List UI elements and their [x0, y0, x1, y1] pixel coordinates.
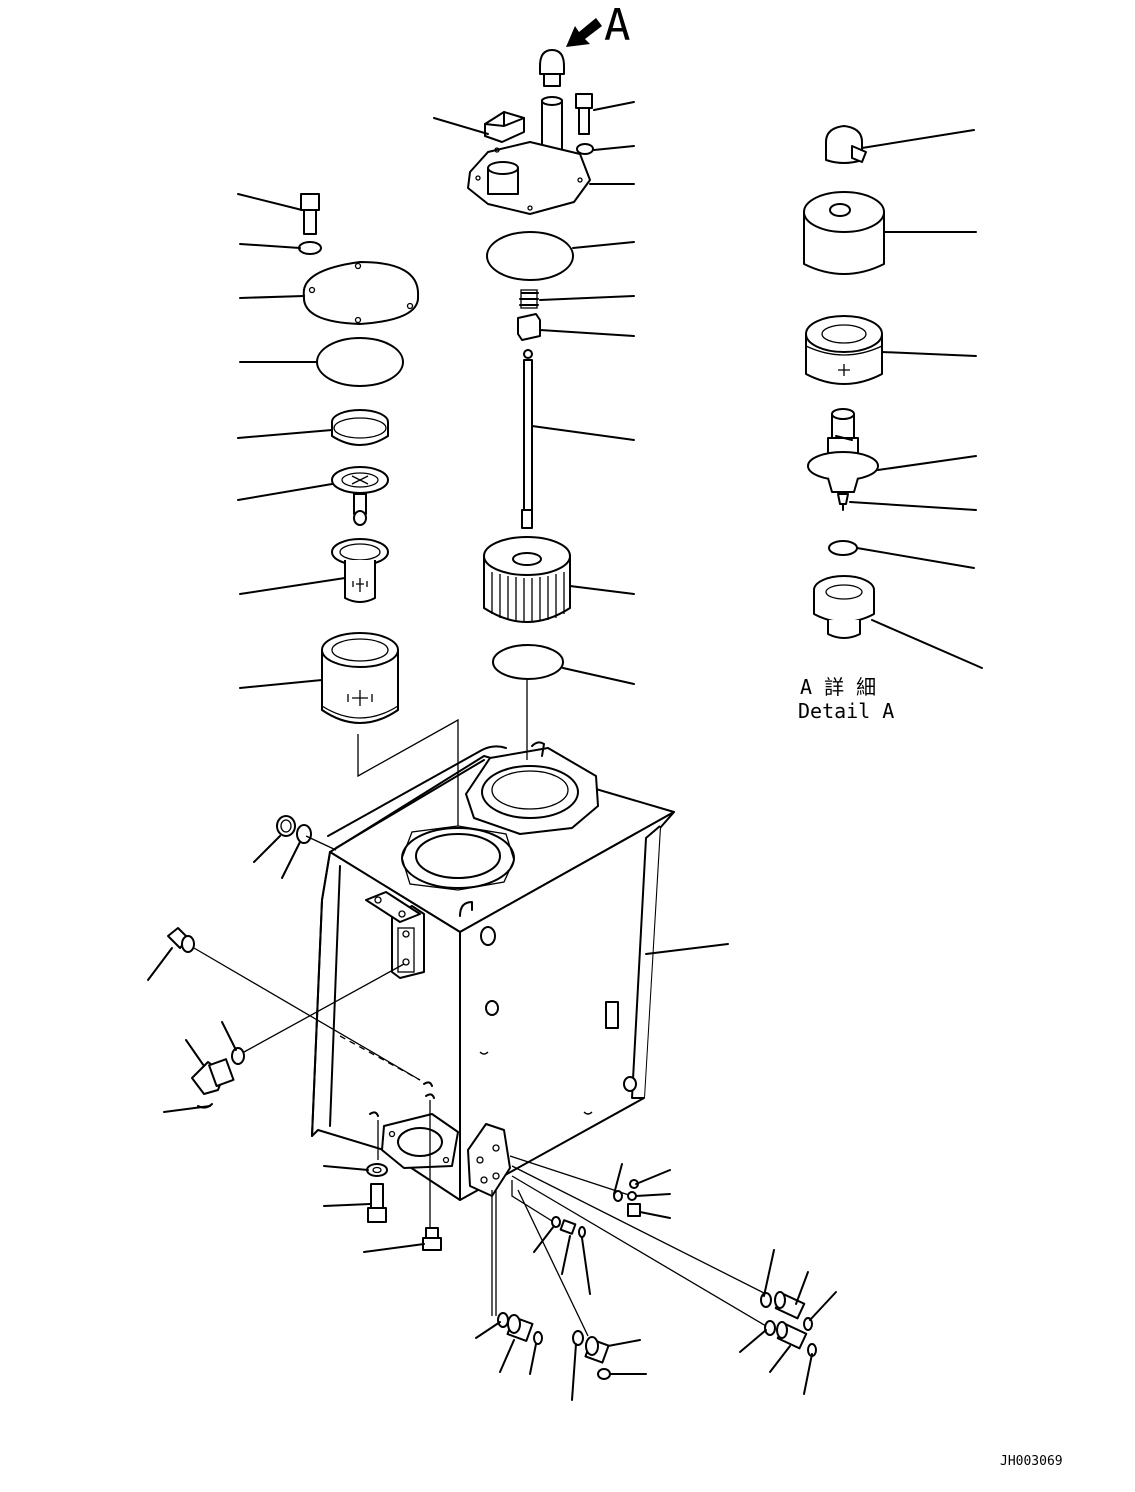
cover-bolt: [575, 93, 593, 135]
center-rod: [521, 349, 533, 529]
nipple-a: [506, 1314, 534, 1342]
filter-seal: [492, 644, 564, 680]
strainer-valve: [331, 466, 389, 526]
nipple-d: [776, 1321, 808, 1350]
nipple-b: [584, 1336, 610, 1364]
oring-d: [597, 1368, 611, 1380]
tank-cover-plate: [467, 141, 591, 215]
side-plug: [276, 815, 312, 844]
detail-label-jp: A 詳 細: [800, 675, 876, 699]
hydraulic-tank: [311, 741, 675, 1201]
drain-washer: [366, 1163, 388, 1177]
strainer-basket: [331, 538, 389, 603]
small-connector: [551, 1216, 577, 1235]
strainer-washer: [298, 241, 322, 255]
oring-c: [572, 1330, 584, 1346]
cover-washer: [576, 143, 594, 155]
oring-b: [533, 1331, 543, 1345]
view-arrow-a: A: [566, 0, 631, 51]
leader-lines: [147, 101, 983, 1401]
elbow-fitting-large: [191, 1047, 245, 1095]
oring-h: [764, 1320, 776, 1336]
detail-label-en: Detail A: [798, 699, 894, 723]
oring-f: [760, 1292, 772, 1308]
elbow-small-line: [193, 947, 421, 1081]
strainer-center-line: [357, 718, 459, 826]
breather-element: [805, 315, 883, 385]
port-line-b: [511, 1180, 561, 1227]
suction-strainer-element: [321, 632, 399, 724]
breather-housing: [803, 191, 885, 275]
breather-adapter: [813, 575, 875, 639]
breather-valve-body: [807, 408, 879, 493]
drain-bolt: [367, 1183, 387, 1223]
side-clips: [369, 1081, 435, 1117]
port-lines-right: [509, 1155, 771, 1327]
nipple-c: [774, 1291, 806, 1320]
elbow-large-line: [243, 963, 405, 1053]
elbow-small-hidden-line: [339, 1035, 421, 1081]
strainer-gasket: [316, 337, 404, 387]
spring: [519, 289, 539, 309]
right-port-fittings: [613, 1179, 641, 1217]
breather-oring: [828, 540, 858, 556]
oring-g: [803, 1317, 813, 1331]
breather-cap-top: [539, 49, 565, 87]
cover-gasket: [486, 231, 574, 281]
drawing-number: JH003069: [1000, 1454, 1063, 1469]
strainer-cover-plate: [302, 261, 420, 325]
strainer-ring: [331, 409, 389, 446]
elbow-fitting-small: [167, 927, 195, 953]
side-plug-line: [305, 835, 337, 851]
cover-lever-plug: [484, 111, 525, 143]
port-line-c: [517, 1189, 589, 1337]
breather-valve-needle: [837, 493, 849, 511]
oring-e: [578, 1226, 586, 1238]
return-filter-element: [483, 536, 571, 623]
strainer-bolt: [300, 193, 320, 235]
port-line-a: [491, 1190, 497, 1316]
view-label-a: A: [604, 0, 631, 51]
breather-cap: [825, 125, 867, 164]
rod-nut: [517, 313, 541, 341]
drain-plug: [422, 1227, 442, 1251]
oring-a: [497, 1312, 509, 1328]
